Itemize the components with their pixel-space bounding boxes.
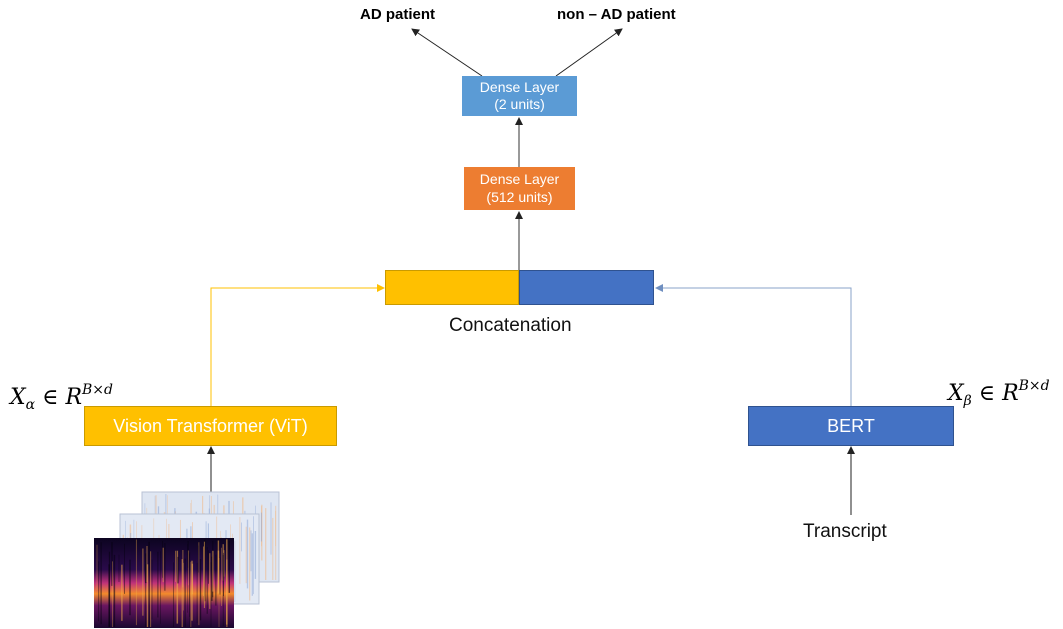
arrow-vit-to-concat: [210, 284, 385, 406]
dense-layer-2-title: Dense Layer: [479, 78, 560, 95]
x-beta-sup: B×d: [1018, 378, 1050, 394]
x-alpha-var: X: [10, 385, 26, 410]
x-beta-rel: ∈: [978, 381, 996, 406]
arrow-to-non-ad-patient: [555, 28, 623, 77]
non-ad-patient-label: non – AD patient: [557, 6, 676, 23]
arrow-to-ad-patient: [411, 28, 483, 77]
x-alpha-sub: α: [25, 397, 36, 413]
concat-bert-segment: [519, 270, 654, 305]
x-beta-var: X: [948, 381, 964, 406]
spectrogram-stack-icon: [94, 491, 280, 628]
concat-vit-segment: [385, 270, 519, 305]
x-alpha-rel: ∈: [42, 385, 59, 410]
dense-layer-512-units-label: (512 units): [486, 188, 553, 205]
transcript-label: Transcript: [803, 521, 887, 542]
dense-layer-512-title: Dense Layer: [479, 171, 560, 187]
x-beta-sub: β: [963, 393, 972, 409]
vision-transformer-box: Vision Transformer (ViT): [84, 406, 337, 446]
x-beta-equation: Xβ ∈ RB×d: [948, 378, 1050, 409]
bert-box: BERT: [748, 406, 954, 446]
ad-patient-label: AD patient: [360, 6, 435, 23]
x-alpha-set: R: [65, 385, 83, 410]
x-beta-set: R: [1002, 381, 1019, 406]
dense-layer-2-units: Dense Layer (2 units): [462, 76, 577, 116]
concatenation-label: Concatenation: [449, 315, 572, 336]
x-alpha-sup: B×d: [82, 382, 113, 398]
dense-layer-2-units-label: (2 units): [494, 96, 545, 112]
arrow-bert-to-concat: [655, 284, 852, 406]
x-alpha-equation: Xα ∈ RB×d: [10, 382, 113, 413]
dense-layer-512-units: Dense Layer (512 units): [464, 167, 575, 210]
